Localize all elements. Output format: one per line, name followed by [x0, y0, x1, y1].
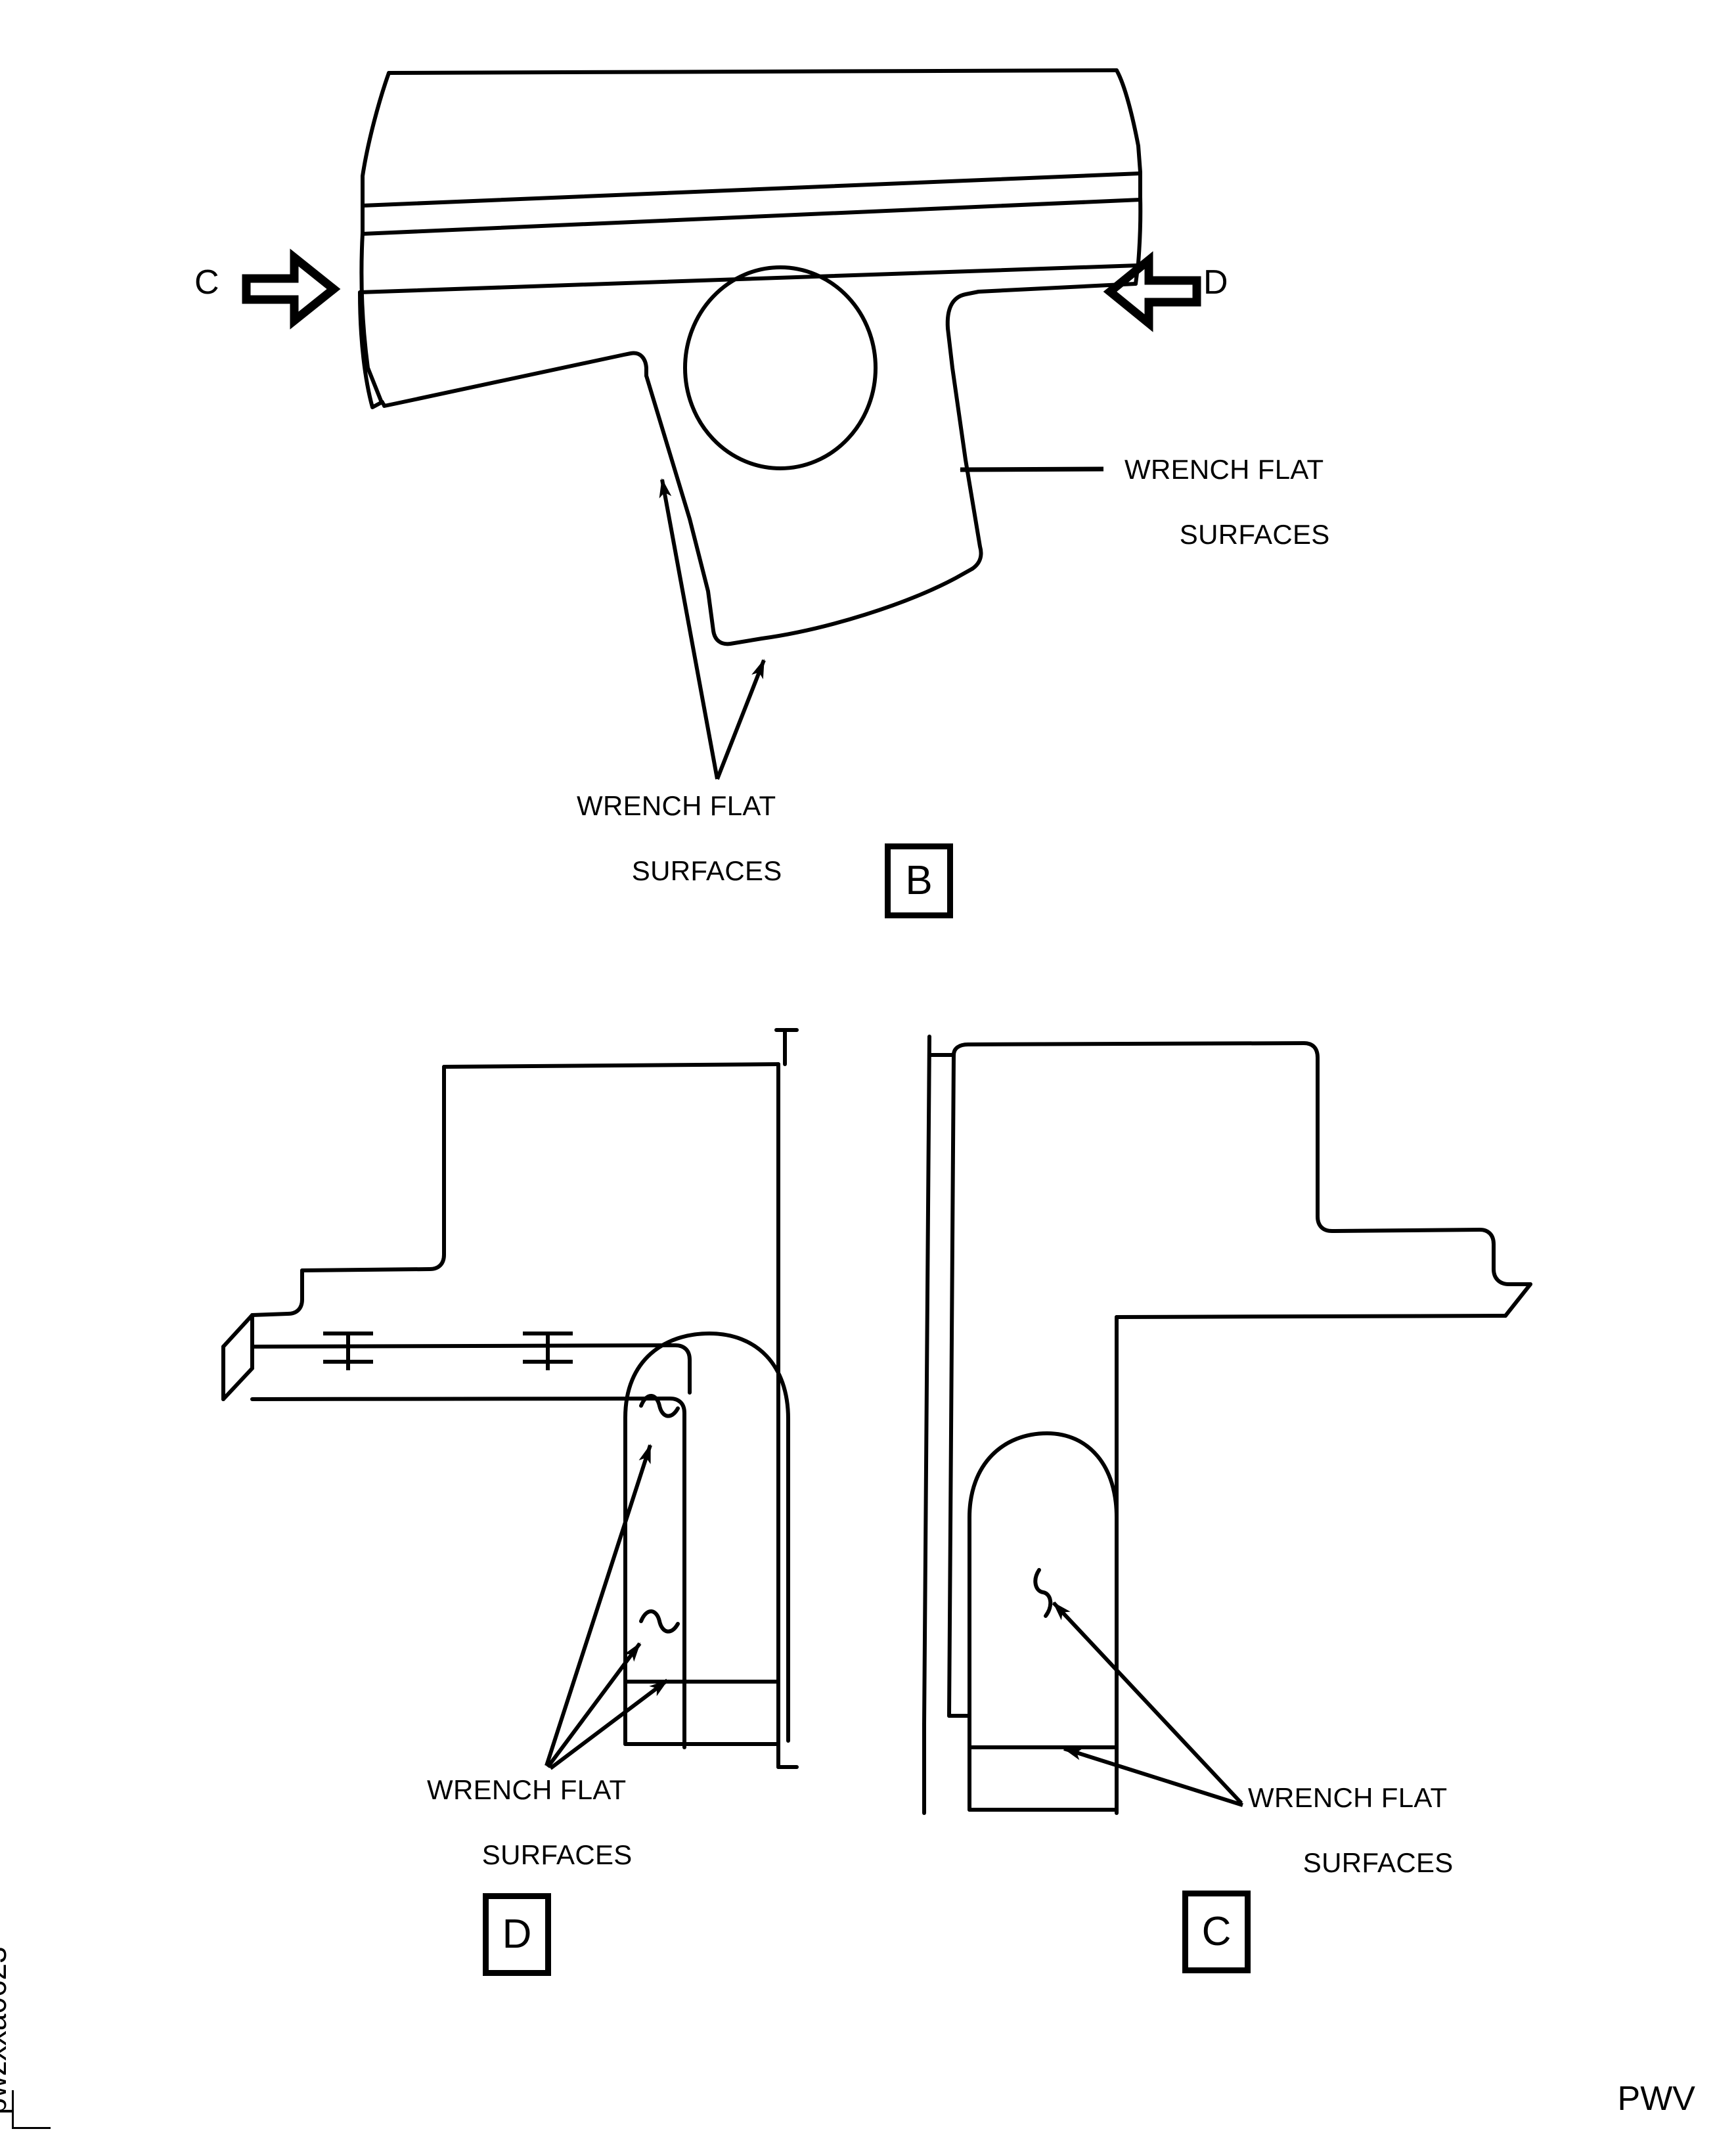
- view-d-callout: WRENCH FLAT SURFACES: [427, 1774, 633, 1871]
- view-d-section-outline: [221, 1028, 799, 1769]
- view-c-break-squiggle: [1033, 1568, 1053, 1618]
- sheet-code: PWV: [1617, 2080, 1695, 2118]
- callout-line-2: SURFACES: [1302, 1847, 1454, 1879]
- view-d-break-squiggles: [639, 1394, 680, 1634]
- callout-line-2: SURFACES: [631, 855, 782, 887]
- view-c-callout: WRENCH FLAT SURFACES: [1248, 1781, 1454, 1879]
- view-label-d: D: [502, 1912, 532, 1957]
- callout-line-1: WRENCH FLAT: [1124, 454, 1324, 485]
- view-b-callout-right: WRENCH FLAT SURFACES: [1124, 453, 1330, 551]
- section-arrow-letter-c: C: [194, 263, 219, 302]
- view-b-callout-bottom: WRENCH FLAT SURFACES: [577, 790, 782, 887]
- view-c-leaders: [1052, 1601, 1243, 1807]
- view-b-part-outline: [358, 68, 1143, 646]
- view-d-surface-symbols: [323, 1332, 573, 1370]
- view-label-b: B: [905, 858, 933, 903]
- view-label-c: C: [1201, 1909, 1232, 1954]
- callout-line-1: WRENCH FLAT: [1248, 1782, 1448, 1813]
- view-label-box-c: C: [1182, 1891, 1251, 1973]
- callout-line-1: WRENCH FLAT: [577, 790, 776, 821]
- view-b-bottom-leaders: [659, 478, 766, 780]
- callout-line-2: SURFACES: [481, 1839, 633, 1871]
- block-arrow-right-icon: [242, 248, 341, 330]
- section-arrow-letter-d: D: [1203, 263, 1228, 302]
- figure-number-corner-mark: [12, 2090, 51, 2129]
- view-label-box-b: B: [885, 843, 953, 918]
- view-label-box-d: D: [483, 1893, 551, 1976]
- view-b-right-leader: [959, 466, 1104, 474]
- callout-line-1: WRENCH FLAT: [427, 1774, 627, 1805]
- figure-number: pwzxxa0623: [0, 1946, 12, 2115]
- block-arrow-left-icon: [1103, 251, 1201, 332]
- view-d-leaders: [545, 1443, 669, 1770]
- callout-line-2: SURFACES: [1179, 519, 1330, 550]
- view-c-section-outline: [922, 1035, 1532, 1815]
